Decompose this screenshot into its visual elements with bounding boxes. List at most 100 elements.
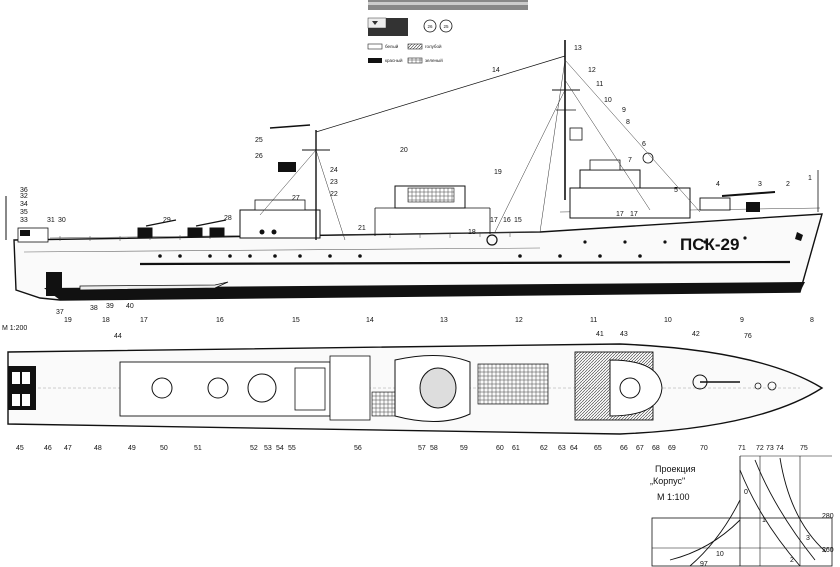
callout-75: 75 — [800, 445, 808, 452]
side-callouts: 1 2 3 4 5 6 7 8 9 10 11 12 13 14 15 16 1… — [20, 45, 812, 316]
callout-19: 19 — [494, 169, 502, 176]
callout-6: 6 — [642, 141, 646, 148]
callout-22: 22 — [330, 191, 338, 198]
callout-56: 56 — [354, 445, 362, 452]
callout-4: 4 — [716, 181, 720, 188]
plan-frame-labels: 19 18 17 16 15 14 13 12 11 10 9 8 — [64, 317, 814, 324]
propeller-shaft — [79, 281, 229, 291]
callout-1: 1 — [808, 175, 812, 182]
callout-45: 45 — [16, 445, 24, 452]
callout-70: 70 — [700, 445, 708, 452]
callout-47: 47 — [64, 445, 72, 452]
deck-plan — [7, 343, 824, 435]
callout-67: 67 — [636, 445, 644, 452]
callout-51: 51 — [194, 445, 202, 452]
callout-21: 21 — [358, 225, 366, 232]
callout-74: 74 — [776, 445, 784, 452]
body-plan-label-280: 280 — [822, 513, 834, 520]
color-legend: белый красный голубой зеленый — [367, 43, 443, 64]
callout-30: 30 — [58, 217, 66, 224]
callout-53: 53 — [264, 445, 272, 452]
antenna-wire — [315, 55, 566, 133]
callout-29: 29 — [163, 217, 171, 224]
body-plan-label-260: 260 — [822, 547, 834, 554]
body-plan-label-1: 1 — [762, 517, 766, 524]
body-plan: 0 10 1 2 280 260 97 3 — [651, 455, 834, 567]
callout-46: 46 — [44, 445, 52, 452]
callout-13: 13 — [574, 45, 582, 52]
life-buoy — [486, 234, 498, 246]
flag-number-26: 26 — [427, 24, 433, 29]
boot-topping — [44, 282, 805, 300]
frame-8: 8 — [810, 317, 814, 324]
flag-number-25-circle — [439, 19, 453, 33]
frame-17: 17 — [140, 317, 148, 324]
callout-68: 68 — [652, 445, 660, 452]
callout-69: 69 — [668, 445, 676, 452]
callout-17a: 17 — [490, 217, 498, 224]
callout-43: 43 — [620, 331, 628, 338]
hull-number: ПСК-29 — [680, 235, 739, 254]
flag-number-25: 25 — [443, 24, 449, 29]
projection-title-2: „Корпус" — [650, 476, 685, 486]
callout-39: 39 — [106, 303, 114, 310]
aft-guns — [137, 219, 227, 238]
callout-2: 2 — [786, 181, 790, 188]
callout-52: 52 — [250, 445, 258, 452]
callout-44: 44 — [114, 333, 122, 340]
frame-18: 18 — [102, 317, 110, 324]
callout-17c: 17 — [630, 211, 638, 218]
callout-34: 34 — [20, 201, 28, 208]
frame-15: 15 — [292, 317, 300, 324]
plan-scale: M 1:200 — [2, 325, 27, 332]
frame-10: 10 — [664, 317, 672, 324]
callout-61: 61 — [512, 445, 520, 452]
callout-27: 27 — [292, 195, 300, 202]
callout-32: 32 — [20, 193, 28, 200]
callout-50: 50 — [160, 445, 168, 452]
legend-blue: голубой — [425, 43, 442, 49]
callout-58: 58 — [430, 445, 438, 452]
callout-72: 72 — [756, 445, 764, 452]
frame-12: 12 — [515, 317, 523, 324]
rudder — [46, 272, 62, 296]
callout-71: 71 — [738, 445, 746, 452]
plan-callouts: 44 43 42 41 76 45 46 47 48 49 50 51 52 5… — [16, 331, 808, 452]
legend-green: зеленый — [425, 57, 443, 63]
flag-panel: 26 25 — [367, 0, 528, 36]
callout-24: 24 — [330, 167, 338, 174]
callout-10: 10 — [604, 97, 612, 104]
body-plan-label-10: 10 — [716, 551, 724, 558]
body-plan-label-3: 3 — [806, 535, 810, 542]
callout-38: 38 — [90, 305, 98, 312]
callout-73: 73 — [766, 445, 774, 452]
callout-54: 54 — [276, 445, 284, 452]
projection-scale: М 1:100 — [657, 492, 690, 502]
aft-deckhouse — [239, 209, 321, 239]
callout-62: 62 — [540, 445, 548, 452]
callout-23: 23 — [330, 179, 338, 186]
callout-57: 57 — [418, 445, 426, 452]
callout-17b: 17 — [616, 211, 624, 218]
callout-9: 9 — [622, 107, 626, 114]
callout-35: 35 — [20, 209, 28, 216]
frame-19: 19 — [64, 317, 72, 324]
frame-14: 14 — [366, 317, 374, 324]
callout-26: 26 — [255, 153, 263, 160]
callout-41: 41 — [596, 331, 604, 338]
callout-28: 28 — [224, 215, 232, 222]
body-plan-label-0: 0 — [744, 489, 748, 496]
aft-flag — [278, 162, 296, 172]
callout-20: 20 — [400, 147, 408, 154]
callout-16: 16 — [503, 217, 511, 224]
callout-64: 64 — [570, 445, 578, 452]
body-plan-label-97: 97 — [700, 561, 708, 567]
legend-red: красный — [385, 57, 403, 63]
callout-15: 15 — [514, 217, 522, 224]
portholes — [158, 236, 747, 258]
callout-66: 66 — [620, 445, 628, 452]
frame-16: 16 — [216, 317, 224, 324]
forward-gun — [699, 191, 776, 212]
callout-11: 11 — [596, 81, 603, 88]
